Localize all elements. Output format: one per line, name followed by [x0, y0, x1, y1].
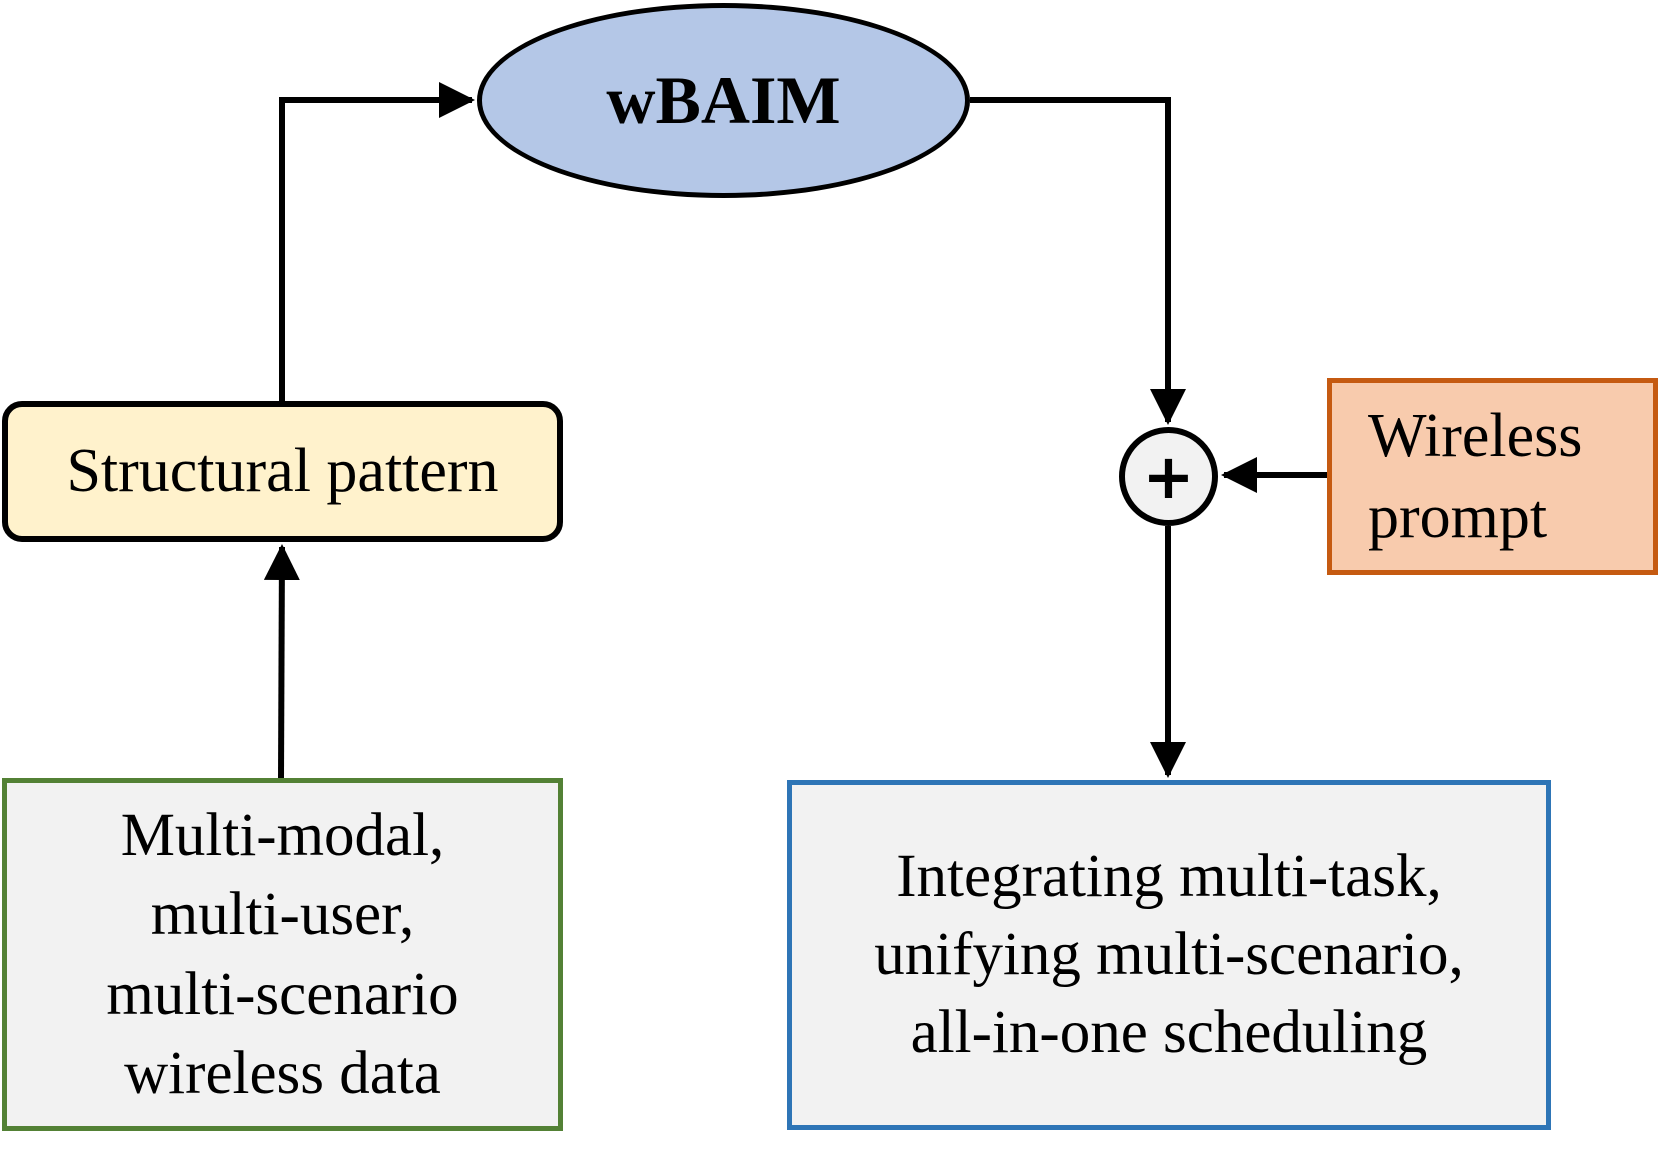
data-line-2: multi-user, — [150, 881, 415, 949]
wireless-prompt-node: Wireless prompt — [1327, 378, 1658, 575]
result-node: Integrating multi-task, unifying multi-s… — [787, 780, 1551, 1130]
structural-pattern-node: Structural pattern — [2, 401, 563, 542]
structural-pattern-label: Structural pattern — [66, 436, 499, 505]
data-line-4: wireless data — [124, 1039, 441, 1107]
result-line-3: all-in-one scheduling — [910, 999, 1428, 1067]
arrow-data-to-structural — [263, 544, 300, 779]
wbaim-model-node: wBAIM — [477, 3, 970, 198]
prompt-line-2: prompt — [1368, 482, 1548, 551]
data-line-3: multi-scenario — [106, 960, 459, 1028]
wireless-data-node: Multi-modal, multi-user, multi-scenario … — [2, 778, 563, 1131]
plus-icon: + — [1142, 439, 1195, 513]
arrow-model-to-combine — [970, 97, 1186, 425]
combine-plus-node: + — [1119, 427, 1218, 526]
prompt-line-1: Wireless — [1368, 401, 1583, 470]
wbaim-label: wBAIM — [606, 62, 841, 139]
arrow-structural-to-model — [279, 82, 475, 401]
data-line-1: Multi-modal, — [120, 801, 445, 869]
result-line-1: Integrating multi-task, — [896, 842, 1442, 910]
result-line-2: unifying multi-scenario, — [874, 920, 1464, 988]
